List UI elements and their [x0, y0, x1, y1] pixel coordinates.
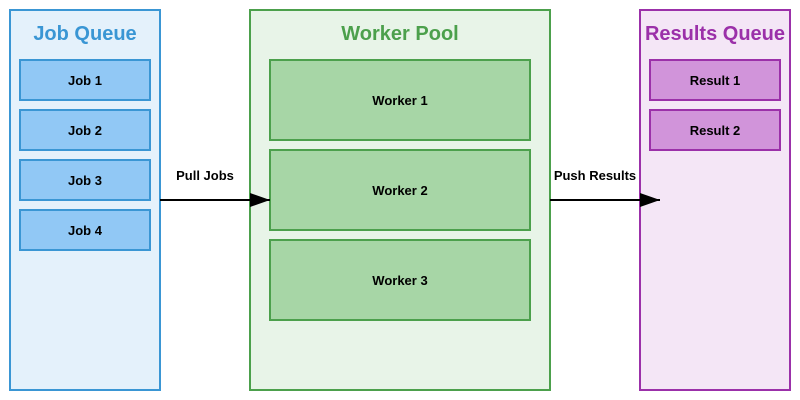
- job-box-label: Job 4: [68, 223, 103, 238]
- job-box: Job 1: [19, 59, 151, 101]
- worker-pool-group: Worker Pool Worker 1 Worker 2 Worker 3: [249, 9, 551, 391]
- job-box-rect: [19, 109, 151, 151]
- job-box: Job 3: [19, 159, 151, 201]
- worker-pool-items: Worker 1 Worker 2 Worker 3: [269, 59, 531, 321]
- worker-box: Worker 2: [269, 149, 531, 231]
- result-box-label: Result 1: [690, 73, 741, 88]
- result-box-label: Result 2: [690, 123, 741, 138]
- result-box-rect: [649, 109, 781, 151]
- worker-box: Worker 1: [269, 59, 531, 141]
- worker-box-rect: [269, 59, 531, 141]
- job-box: Job 2: [19, 109, 151, 151]
- worker-pool-title: Worker Pool: [341, 23, 458, 45]
- job-box-rect: [19, 59, 151, 101]
- job-queue-group: Job Queue Job 1 Job 2 Job 3 Job 4: [9, 9, 161, 391]
- job-queue-title: Job Queue: [33, 23, 136, 45]
- pull-jobs-label: Pull Jobs: [176, 168, 234, 183]
- worker-box-label: Worker 1: [372, 93, 427, 108]
- job-box: Job 4: [19, 209, 151, 251]
- results-queue-title: Results Queue: [645, 23, 785, 45]
- worker-box-label: Worker 2: [372, 183, 427, 198]
- worker-box-rect: [269, 149, 531, 231]
- worker-box: Worker 3: [269, 239, 531, 321]
- worker-box-rect: [269, 239, 531, 321]
- job-box-label: Job 3: [68, 173, 102, 188]
- result-box-rect: [649, 59, 781, 101]
- job-box-rect: [19, 159, 151, 201]
- result-box: Result 2: [649, 109, 781, 151]
- job-queue-items: Job 1 Job 2 Job 3 Job 4: [19, 59, 151, 251]
- job-box-label: Job 1: [68, 73, 102, 88]
- push-results-label: Push Results: [554, 168, 636, 183]
- edge-pull-jobs: Pull Jobs: [160, 168, 270, 207]
- job-box-rect: [19, 209, 151, 251]
- edge-push-results: Push Results: [550, 168, 660, 207]
- results-queue-items: Result 1 Result 2: [649, 59, 781, 151]
- job-box-label: Job 2: [68, 123, 102, 138]
- result-box: Result 1: [649, 59, 781, 101]
- worker-box-label: Worker 3: [372, 273, 427, 288]
- results-queue-group: Results Queue Result 1 Result 2: [639, 9, 791, 391]
